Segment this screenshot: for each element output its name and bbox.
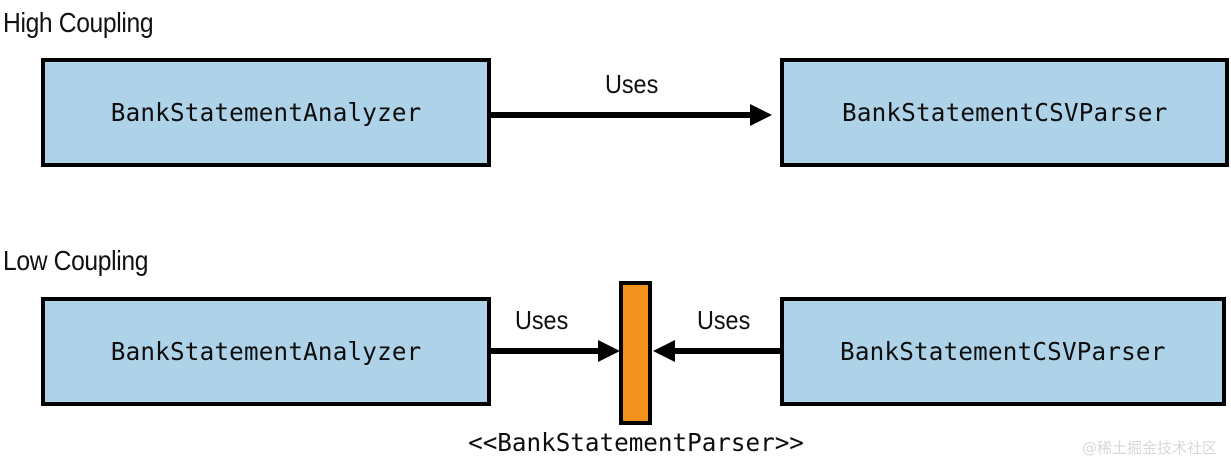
edge-label-low-uses-left: Uses [514,305,569,335]
class-box-label: BankStatementAnalyzer [110,98,422,127]
class-box-low-analyzer[interactable]: BankStatementAnalyzer [41,297,491,406]
edge-label-high-uses: Uses [604,69,659,99]
class-box-label: BankStatementCSVParser [841,98,1168,127]
class-box-high-csv-parser[interactable]: BankStatementCSVParser [780,58,1229,167]
arrowhead-right-icon [598,340,620,362]
section-heading-high-coupling: High Coupling [3,7,154,38]
watermark: @稀土掘金技术社区 [1081,439,1217,457]
connector-line-high-uses [490,112,750,118]
section-heading-low-coupling: Low Coupling [3,245,149,276]
edge-label-low-uses-right: Uses [696,305,751,335]
class-box-label: BankStatementCSVParser [840,337,1166,366]
arrowhead-left-icon [653,340,675,362]
class-box-label: BankStatementAnalyzer [110,337,422,366]
interface-label-bank-statement-parser: <<BankStatementParser>> [468,428,804,457]
interface-bar-bank-statement-parser[interactable] [619,281,652,425]
class-box-low-csv-parser[interactable]: BankStatementCSVParser [780,297,1226,406]
arrowhead-right-icon [750,104,772,126]
connector-line-low-analyzer-to-interface [490,348,600,354]
connector-line-low-parser-to-interface [672,348,782,354]
class-box-high-analyzer[interactable]: BankStatementAnalyzer [41,58,491,167]
